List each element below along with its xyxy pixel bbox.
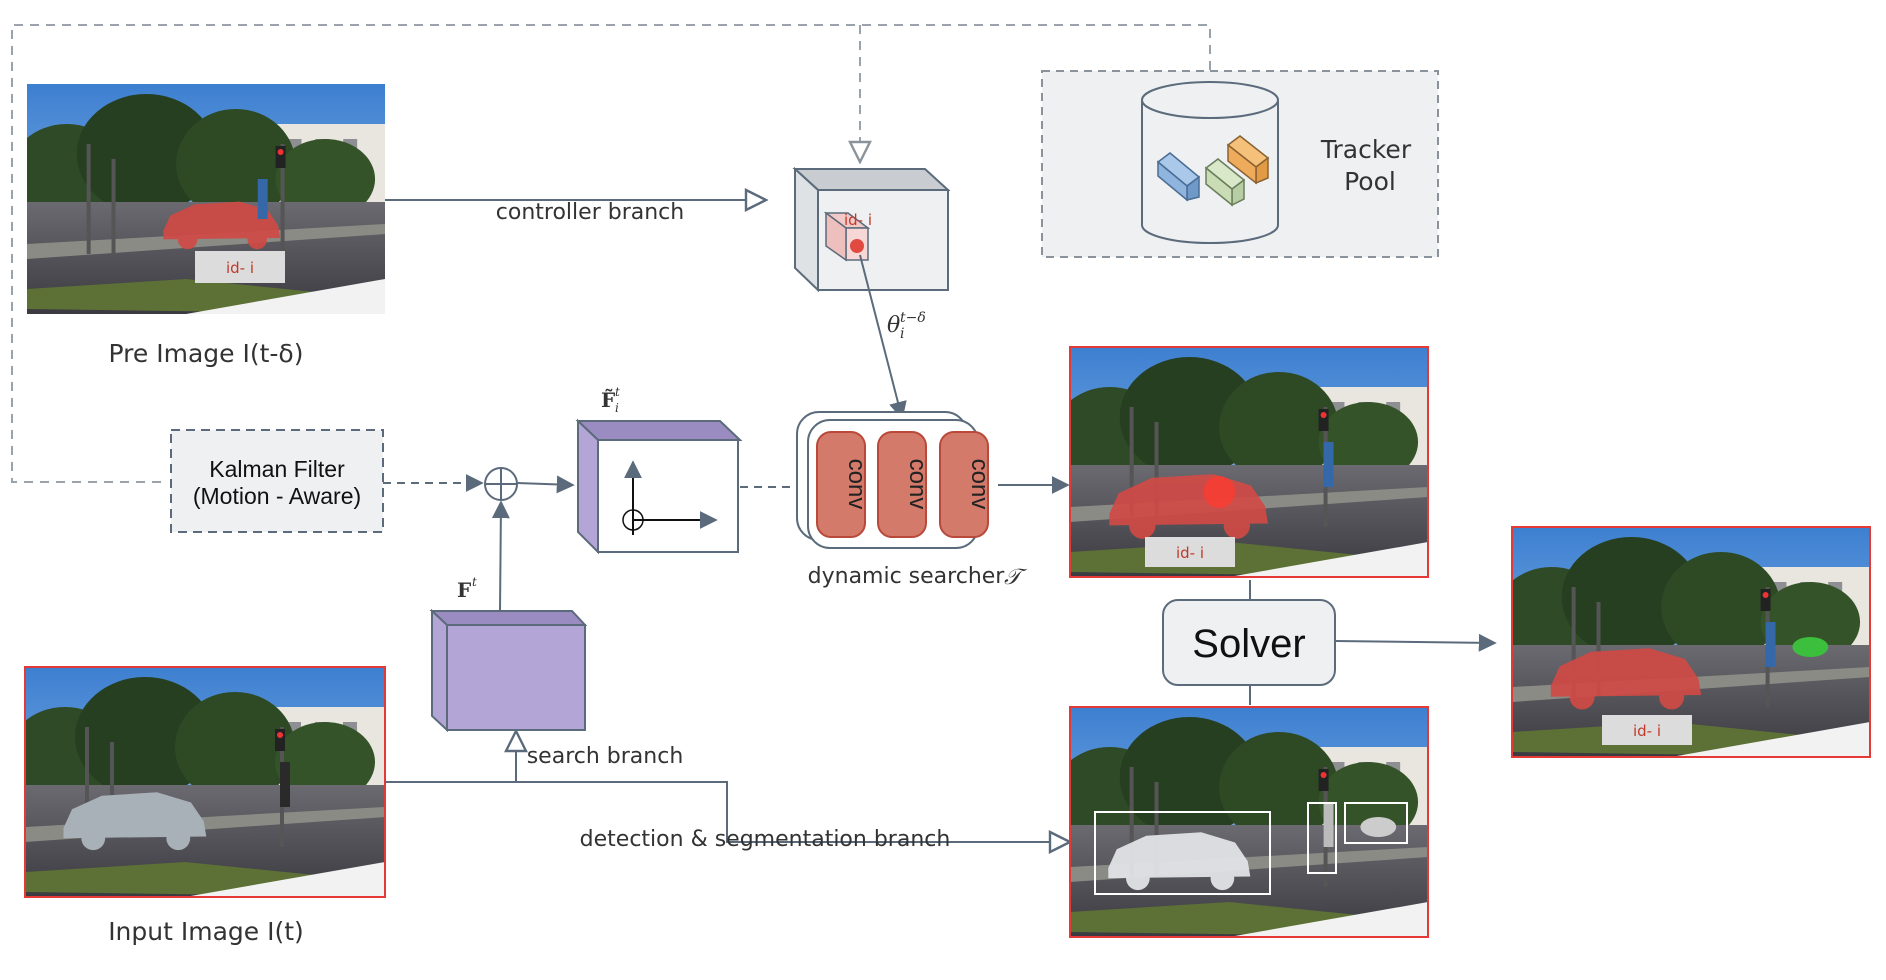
bbox-car xyxy=(1094,811,1271,895)
conv-label-2: conv xyxy=(904,459,931,510)
kalman-filter-box: Kalman Filter (Motion - Aware) xyxy=(170,429,384,533)
theta-subscript: i xyxy=(900,326,904,342)
theta-arrow xyxy=(859,254,907,420)
dynamic-searcher: conv conv conv xyxy=(796,411,993,549)
tracker-pool-label-2: Pool xyxy=(1344,167,1396,196)
controller-kernel xyxy=(823,211,871,262)
tracker-pool-panel: Tracker Pool xyxy=(1041,70,1439,258)
id-tag xyxy=(1145,537,1235,567)
id-tag-text: id- i xyxy=(226,259,254,277)
f-label: F t xyxy=(457,575,477,602)
solver-label: Solver xyxy=(1192,622,1305,666)
id-tag-text: id- i xyxy=(1633,722,1661,740)
pre-image-caption: Pre Image I(t-δ) xyxy=(109,339,304,368)
conv-layer-1: conv xyxy=(816,431,870,538)
search-branch-label: search branch xyxy=(527,744,684,769)
f-symbol: F xyxy=(457,578,471,602)
controller-id-tag: id- i xyxy=(844,211,872,229)
tracker-block-orange xyxy=(1226,135,1270,185)
tracker-block-green xyxy=(1204,158,1246,207)
conv-layer-3: conv xyxy=(939,431,993,538)
tracked-output-image: id- i xyxy=(1069,346,1429,578)
f-tilde-subscript: i xyxy=(615,401,619,415)
detection-branch-label: detection & segmentation branch xyxy=(580,827,951,852)
controller-cube: id- i xyxy=(792,166,951,293)
f-feature-block xyxy=(429,608,588,733)
id-tag-text: id- i xyxy=(1176,544,1204,562)
f-tilde-feature-block xyxy=(575,418,743,555)
dynamic-searcher-label: dynamic searcher xyxy=(808,564,1006,589)
solver-box: Solver xyxy=(1162,599,1336,686)
conv-label-3: conv xyxy=(966,459,993,510)
detection-output-image xyxy=(1069,706,1429,938)
pre-image: id- i xyxy=(27,84,385,314)
sum-node xyxy=(484,467,518,501)
final-output-image: id- i xyxy=(1511,526,1871,758)
tracker-pool-label-1: Tracker xyxy=(1320,135,1412,164)
tracker-pool-feedback xyxy=(11,24,1211,483)
theta-label: θ t−δ i xyxy=(887,310,926,342)
sum-to-feature-arrow xyxy=(516,475,575,494)
kalman-label-1: Kalman Filter xyxy=(209,456,345,482)
theta-superscript: t−δ xyxy=(900,310,926,326)
id-tag xyxy=(1602,715,1692,745)
feature-to-sum-arrow xyxy=(491,500,510,612)
theta-symbol: θ xyxy=(887,313,900,338)
f-tilde-superscript: t xyxy=(615,385,620,399)
solver-to-final-arrow xyxy=(1334,633,1497,652)
dynamic-searcher-symbol: 𝒯 xyxy=(1004,565,1028,590)
f-superscript: t xyxy=(472,575,477,589)
bbox-pedestrian xyxy=(1307,802,1337,874)
kalman-label-2: (Motion - Aware) xyxy=(193,483,361,509)
detection-branch-arrow xyxy=(385,781,1070,842)
input-image-caption: Input Image I(t) xyxy=(108,917,304,946)
input-image xyxy=(24,666,386,898)
conv-label-1: conv xyxy=(843,459,870,510)
controller-branch-label: controller branch xyxy=(496,200,684,225)
bbox-cyclist xyxy=(1344,802,1408,844)
f-tilde-label: F̃ t i xyxy=(601,385,620,415)
tracker-block-blue xyxy=(1156,152,1201,202)
id-tag xyxy=(195,251,285,283)
f-tilde-symbol: F̃ xyxy=(601,388,615,412)
conv-layer-2: conv xyxy=(877,431,931,538)
